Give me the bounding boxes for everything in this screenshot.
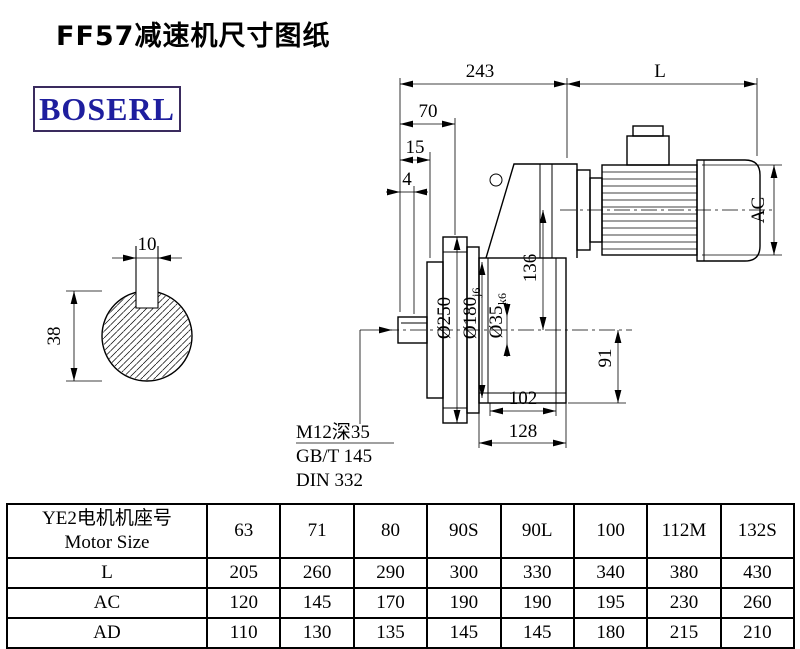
centerlines	[383, 209, 776, 331]
motor-size-table: YE2电机机座号 Motor Size 63 71 80 90S 90L 100…	[6, 503, 796, 649]
keyway-slot	[135, 246, 159, 309]
table-row-ac: AC 120 145 170 190 190 195 230 260	[6, 587, 796, 619]
table-cell: 170	[352, 587, 429, 619]
input-adapter	[485, 163, 578, 259]
row-label: AD	[6, 617, 208, 649]
table-cell-size: 112M	[646, 503, 722, 559]
table-header-row: YE2电机机座号 Motor Size 63 71 80 90S 90L 100…	[6, 503, 796, 559]
table-cell: 340	[572, 557, 649, 589]
motor-assembly	[576, 125, 761, 262]
dim-10-label: 10	[138, 234, 157, 255]
table-cell: 110	[205, 617, 282, 649]
table-cell-size: 71	[279, 503, 355, 559]
table-cell: 290	[352, 557, 429, 589]
dia-35-label: Ø35	[486, 306, 507, 339]
table-cell: 145	[426, 617, 502, 649]
shaft-section-hatch	[103, 292, 191, 380]
table-cell-size: 63	[205, 503, 282, 559]
dimension-lines	[296, 78, 782, 448]
dim-102-label: 102	[509, 388, 538, 409]
dim-4-label: 4	[402, 169, 412, 190]
terminal-box	[626, 135, 670, 166]
table-cell: 300	[426, 557, 502, 589]
terminal-box-lid	[632, 125, 664, 137]
table-header-cn: YE2电机机座号	[42, 508, 172, 530]
dim-91-label: 91	[595, 349, 616, 368]
shaft-end-view: 10 38	[44, 234, 193, 382]
table-cell: 260	[719, 587, 796, 619]
row-label: L	[6, 557, 208, 589]
table-header-en: Motor Size	[64, 532, 150, 553]
page-title: FF57减速机尺寸图纸	[56, 21, 331, 52]
table-cell: 135	[352, 617, 429, 649]
table-cell: 180	[572, 617, 649, 649]
table-cell-size: 90S	[426, 503, 502, 559]
table-row-ad: AD 110 130 135 145 145 180 215 210	[6, 617, 796, 649]
table-row-l: L 205 260 290 300 330 340 380 430	[6, 557, 796, 589]
table-cell: 215	[646, 617, 722, 649]
motor-cooling-fins	[602, 171, 697, 250]
brand-logo-text: BOSERL	[39, 91, 175, 127]
table-cell: 145	[499, 617, 575, 649]
table-cell: 145	[279, 587, 355, 619]
table-cell: 380	[646, 557, 722, 589]
dim-136-label: 136	[520, 254, 541, 283]
dim-243-label: 243	[466, 61, 495, 82]
dim-38-label: 38	[44, 327, 65, 346]
dim-38-lines	[66, 290, 102, 382]
table-cell-size: 100	[572, 503, 649, 559]
table-cell: 230	[646, 587, 722, 619]
table-cell-size: 90L	[499, 503, 575, 559]
dimension-drawing: 10 38	[44, 61, 782, 491]
table-cell-size: 80	[352, 503, 429, 559]
note-tapped-hole: M12深35	[296, 421, 370, 443]
table-cell: 195	[572, 587, 649, 619]
table-cell: 330	[499, 557, 575, 589]
table-cell: 205	[205, 557, 282, 589]
table-cell-size: 132S	[719, 503, 796, 559]
dimension-labels: 243 L 70 15 4 Ø250 Ø180 j6 Ø35 k6 136 91…	[296, 61, 769, 491]
table-cell: 260	[279, 557, 355, 589]
gearbox-side-view	[397, 163, 578, 424]
note-gb-standard: GB/T 145	[296, 446, 372, 467]
table-cell: 190	[426, 587, 502, 619]
table-cell: 430	[719, 557, 796, 589]
dia-180-label: Ø180	[460, 297, 481, 339]
dia-180-tolerance: j6	[469, 288, 483, 298]
row-label: AC	[6, 587, 208, 619]
dim-15-label: 15	[406, 137, 425, 158]
dia-250-label: Ø250	[434, 297, 455, 339]
oil-plug	[489, 173, 503, 187]
note-din-standard: DIN 332	[296, 470, 363, 491]
dim-70-label: 70	[419, 101, 438, 122]
dia-35-tolerance: k6	[495, 293, 509, 305]
fan-cowl	[696, 159, 761, 262]
table-header-motor-size: YE2电机机座号 Motor Size	[6, 503, 208, 559]
brand-logo: BOSERL	[33, 86, 181, 132]
dim-128-label: 128	[509, 421, 538, 442]
table-cell: 120	[205, 587, 282, 619]
keyway-cutout	[135, 286, 159, 308]
dim-l-label: L	[654, 61, 666, 82]
dim-ac-label: AC	[748, 197, 769, 223]
table-cell: 190	[499, 587, 575, 619]
table-cell: 210	[719, 617, 796, 649]
table-cell: 130	[279, 617, 355, 649]
